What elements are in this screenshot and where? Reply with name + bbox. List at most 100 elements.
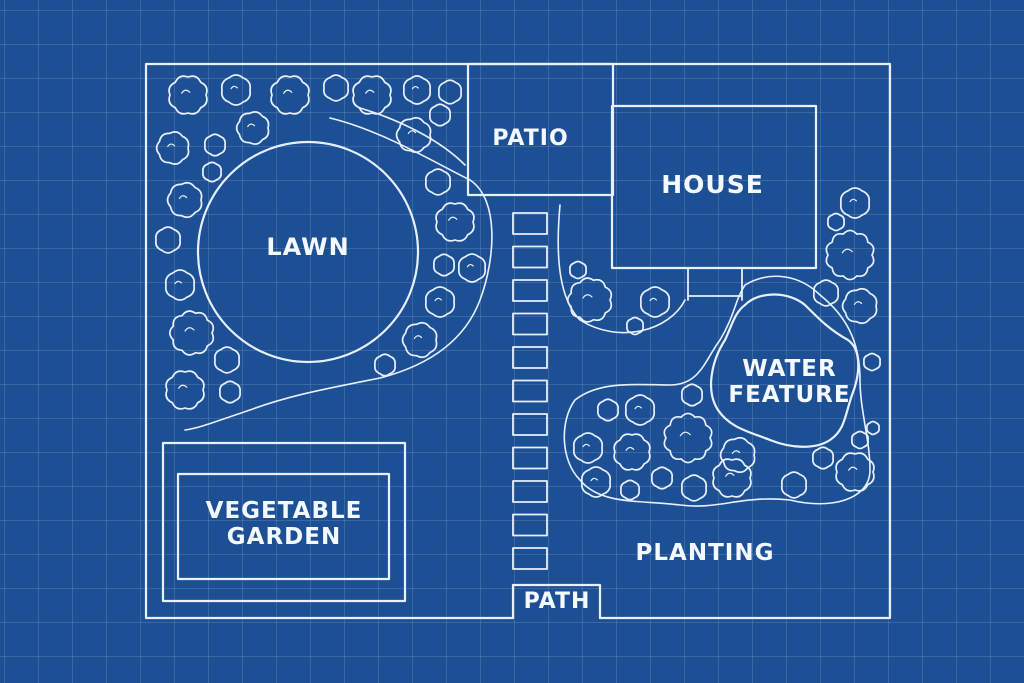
shrub-icon	[154, 226, 182, 254]
water-feature-label: WATER FEATURE	[728, 356, 851, 409]
shrub-detail	[184, 327, 195, 332]
shrub-icon	[851, 430, 869, 450]
shrub-icon	[580, 466, 612, 498]
shrub-icon	[457, 253, 487, 283]
right-bed-edge	[557, 204, 686, 334]
stepping-stone-icon	[512, 245, 548, 269]
shrub-icon	[235, 111, 270, 145]
shrub-icon	[424, 168, 452, 196]
stepping-stone-icon	[512, 413, 548, 436]
stepping-stone-icon	[512, 480, 548, 503]
shrub-detail	[649, 297, 657, 302]
shrub-icon	[569, 260, 587, 280]
path-label: PATH	[523, 589, 591, 614]
shrub-icon	[203, 133, 227, 157]
shrub-icon	[220, 74, 252, 106]
lower-bed-edge	[563, 275, 871, 507]
lawn-label: LAWN	[266, 233, 350, 261]
shrub-icon	[825, 229, 875, 281]
shrub-icon	[596, 398, 620, 422]
vegetable-garden-inner	[176, 472, 391, 581]
shrub-icon	[639, 286, 671, 318]
shrub-icon	[168, 75, 208, 115]
shrub-icon	[270, 75, 310, 115]
shrub-icon	[835, 452, 875, 492]
shrub-detail	[448, 216, 458, 221]
shrub-icon	[663, 412, 713, 464]
shrub-icon	[712, 458, 752, 498]
left-bed-edge	[184, 117, 493, 431]
shrub-icon	[155, 131, 190, 165]
lawn-outline	[196, 140, 420, 364]
shrub-icon	[437, 79, 463, 105]
shrub-detail	[230, 85, 238, 90]
shrub-icon	[566, 277, 613, 323]
shrub-detail	[174, 280, 182, 285]
shrub-icon	[827, 212, 845, 232]
shrub-icon	[620, 479, 640, 501]
shrub-icon	[164, 269, 196, 301]
stepping-stone-icon	[512, 312, 548, 336]
shrub-detail	[181, 89, 191, 94]
shrub-detail	[849, 198, 857, 203]
shrub-icon	[613, 433, 651, 471]
house-label: HOUSE	[661, 170, 764, 199]
shrub-detail	[466, 263, 474, 268]
shrub-icon	[626, 316, 644, 336]
shrub-icon	[812, 279, 840, 307]
shrub-icon	[841, 287, 878, 325]
shrub-detail	[848, 466, 858, 471]
planting-label: PLANTING	[635, 540, 775, 566]
shrub-icon	[213, 346, 241, 374]
patio-label: PATIO	[492, 126, 569, 151]
shrub-icon	[373, 353, 397, 377]
stepping-stone-icon	[512, 212, 548, 235]
shrub-icon	[402, 75, 432, 105]
entrance-path-outline	[511, 583, 602, 620]
shrub-icon	[218, 380, 242, 404]
shrub-detail	[590, 477, 598, 482]
shrub-detail	[434, 297, 442, 302]
left-bed-edge-2	[359, 107, 466, 166]
shrub-icon	[322, 74, 350, 102]
shrub-detail	[178, 384, 188, 389]
shrub-detail	[411, 85, 419, 90]
shrub-detail	[731, 450, 741, 454]
shrub-icon	[168, 310, 215, 356]
shrub-detail	[167, 143, 176, 148]
house-outline	[610, 104, 818, 270]
shrub-detail	[634, 405, 642, 410]
stepping-stones	[512, 212, 548, 570]
shrub-detail	[841, 248, 853, 254]
stepping-stone-icon	[512, 446, 548, 470]
shrub-detail	[407, 130, 417, 134]
shrub-detail	[178, 195, 188, 199]
vegetable-garden-label: VEGETABLE GARDEN	[205, 498, 363, 551]
shrub-icon	[811, 446, 835, 470]
shrub-detail	[582, 443, 590, 448]
shrub-icon	[395, 116, 432, 154]
stepping-stone-icon	[512, 547, 548, 570]
shrub-detail	[247, 123, 256, 128]
stepping-stone-icon	[512, 279, 548, 302]
shrub-icon	[866, 420, 880, 436]
water-feature-outline	[710, 293, 860, 448]
stepping-stone-icon	[512, 513, 548, 537]
shrub-group	[154, 74, 881, 502]
shrub-icon	[680, 383, 704, 407]
vegetable-garden-outer	[161, 441, 407, 603]
shrub-icon	[719, 436, 756, 474]
shrub-detail	[625, 446, 635, 451]
shrub-icon	[839, 187, 871, 219]
shrub-detail	[725, 472, 735, 477]
shrub-icon	[680, 474, 708, 502]
shrub-icon	[401, 321, 438, 359]
shrub-icon	[624, 394, 656, 426]
house-walk	[687, 267, 743, 301]
shrub-icon	[432, 253, 456, 277]
shrub-icon	[165, 370, 205, 410]
shrub-detail	[413, 335, 423, 339]
shrub-icon	[572, 432, 604, 464]
